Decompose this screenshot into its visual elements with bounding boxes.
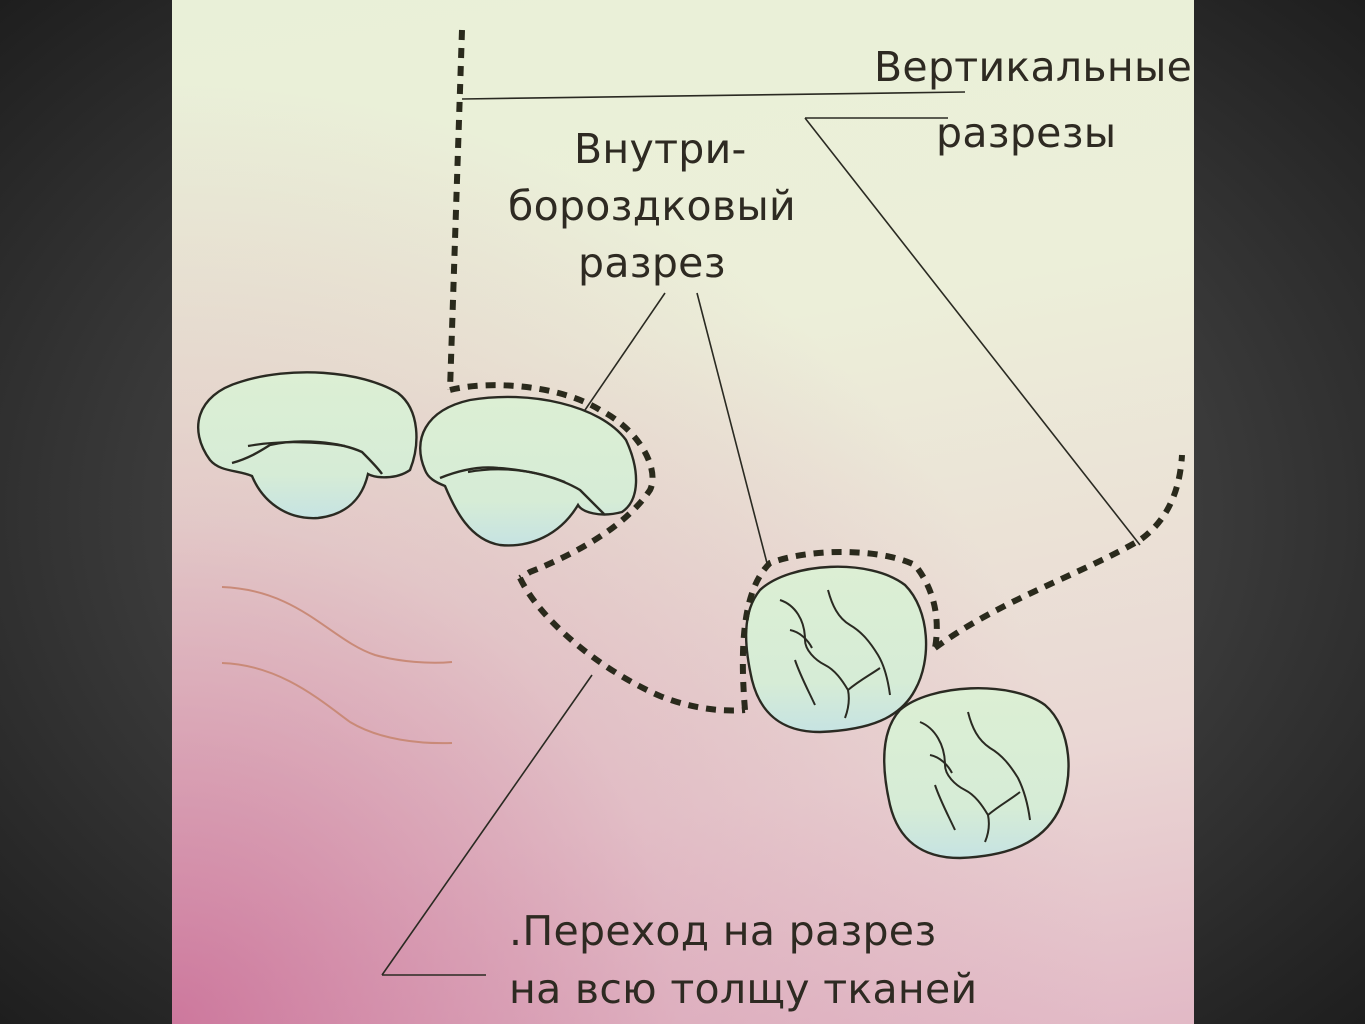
- tooth-molar-upper: [744, 565, 928, 734]
- intrasulcular-incision-molar: [739, 549, 940, 711]
- label-intrasulcular-line1: Внутри-: [574, 125, 747, 173]
- tooth-premolar-center: [419, 395, 638, 547]
- label-vertical-incisions-line2: разрезы: [936, 109, 1117, 157]
- full-thickness-transition: [517, 576, 746, 714]
- vertical-incision-left: [447, 29, 465, 391]
- vertical-incision-right: [933, 454, 1185, 651]
- label-vertical-incisions-line1: Вертикальные: [874, 43, 1193, 91]
- incision-lines: [447, 29, 1185, 714]
- label-transition-line2: на всю толщу тканей: [509, 965, 978, 1013]
- leader-lines: [381, 91, 1141, 976]
- label-intrasulcular-line2: бороздковый: [508, 182, 796, 230]
- label-transition-line1: .Переход на разрез: [509, 907, 937, 955]
- tooth-premolar-left: [196, 371, 418, 520]
- gum-contour-lines: [221, 586, 453, 745]
- intrasulcular-incision-premolar: [449, 382, 656, 581]
- label-intrasulcular-line3: разрез: [578, 239, 726, 287]
- tooth-molar-lower: [883, 687, 1070, 860]
